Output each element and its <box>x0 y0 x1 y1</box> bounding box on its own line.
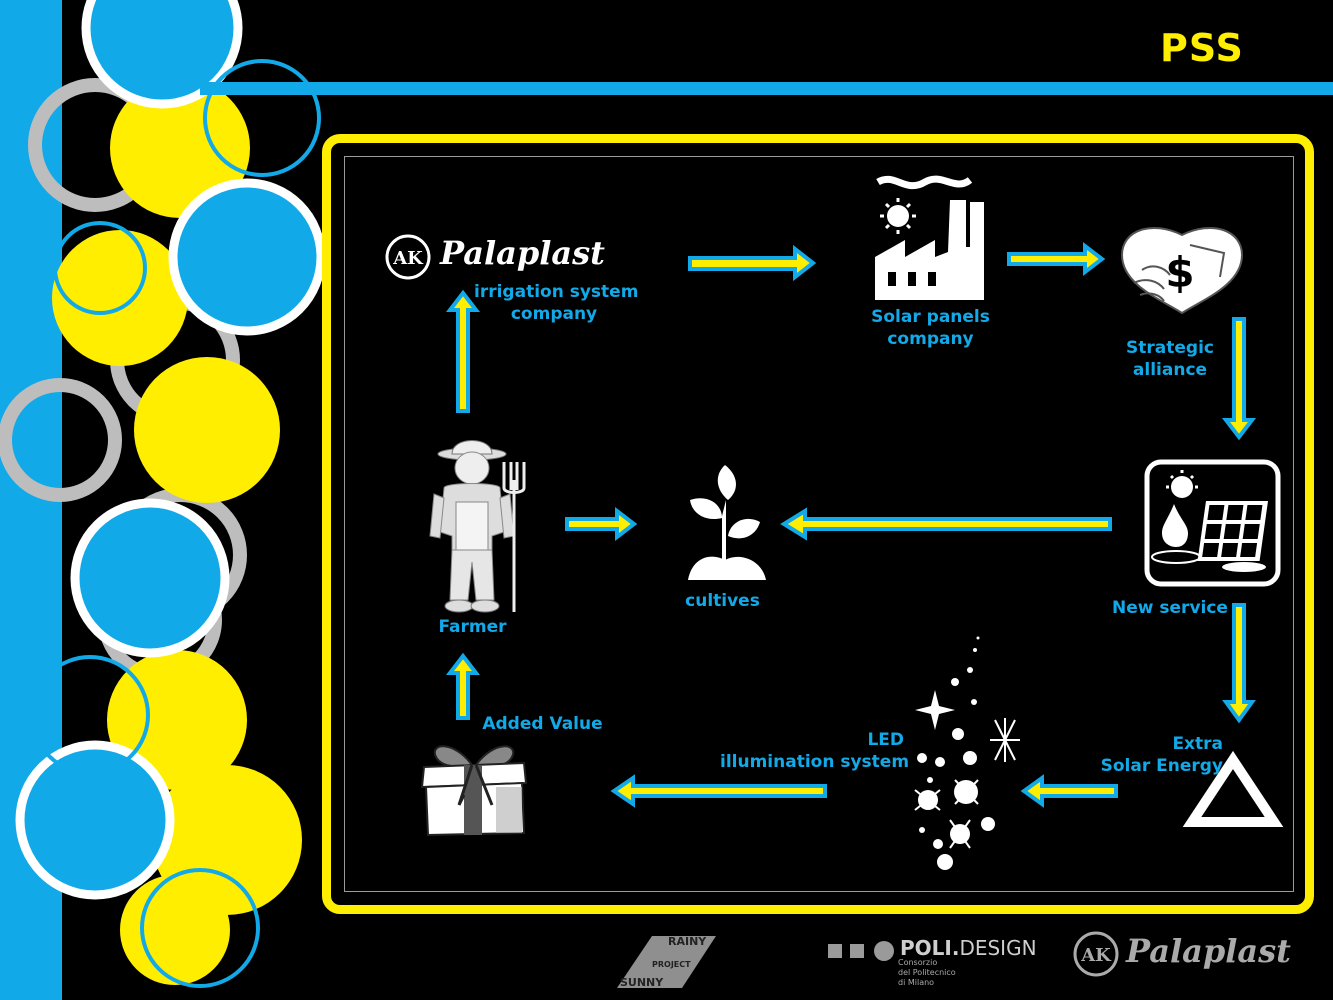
arrow-gift-to-farmer <box>445 652 481 720</box>
polidesign-wordmark: POLI.DESIGN <box>900 936 1037 960</box>
irrigation-label: irrigation system company <box>474 282 639 324</box>
rainy-sunny-logo: RAINY PROJECT SUNNY <box>617 935 716 989</box>
gift-icon <box>420 745 528 837</box>
factory-icon <box>875 175 984 300</box>
slide-title: PSS <box>1160 26 1244 70</box>
sprout-icon <box>688 465 766 580</box>
farmer-label: Farmer <box>438 617 507 637</box>
footer-palaplast-wordmark: Palaplast <box>1126 932 1291 970</box>
diagram-inner-border <box>344 156 1294 892</box>
polidesign-subtitle: Consorzio del Politecnico di Milano <box>898 958 956 987</box>
alliance-label: Strategic alliance <box>1126 338 1214 380</box>
arrow-irrigation-to-solar <box>688 244 817 282</box>
arrow-solar-to-alliance <box>1007 241 1106 277</box>
polidesign-mark-icon <box>828 941 894 961</box>
header-rule <box>200 82 1333 95</box>
arrow-service-to-extra <box>1222 603 1256 724</box>
new-service-label: New service <box>1112 598 1228 618</box>
sparkles-icon <box>914 636 1020 870</box>
svg-text:PROJECT: PROJECT <box>652 960 691 969</box>
polidesign-logo <box>828 941 900 963</box>
svg-text:RAINY: RAINY <box>668 935 707 948</box>
arrow-farmer-to-irrigation <box>445 289 481 413</box>
footer-palaplast-badge-icon: AK <box>1073 931 1119 977</box>
added-value-label: Added Value <box>482 714 603 734</box>
farmer-icon <box>429 440 526 613</box>
palaplast-logo-text: Palaplast <box>440 234 605 272</box>
svg-text:AK: AK <box>392 248 424 269</box>
handshake-dollar-icon: $ <box>1120 226 1244 315</box>
arrow-extra-to-led <box>1020 774 1118 808</box>
svg-text:SUNNY: SUNNY <box>620 976 664 989</box>
solar-company-label: Solar panels company <box>871 307 990 349</box>
cultives-label: cultives <box>685 591 760 611</box>
decorative-circles <box>0 0 326 1000</box>
triangle-icon <box>1182 750 1284 827</box>
palaplast-logo-icon: AK <box>385 234 431 280</box>
led-label: LED illumination system <box>720 730 910 772</box>
arrow-alliance-to-service <box>1221 317 1257 441</box>
extra-energy-label: Extra Solar Energy <box>1100 734 1223 776</box>
irrigation-node: AK <box>384 234 434 284</box>
arrow-service-to-cultives <box>780 507 1112 541</box>
svg-text:AK: AK <box>1080 945 1112 966</box>
arrow-farmer-to-cultives <box>565 506 638 542</box>
svg-text:$: $ <box>1165 248 1194 297</box>
arrow-led-to-gift <box>610 774 827 808</box>
solar-water-service-icon <box>1144 459 1281 587</box>
